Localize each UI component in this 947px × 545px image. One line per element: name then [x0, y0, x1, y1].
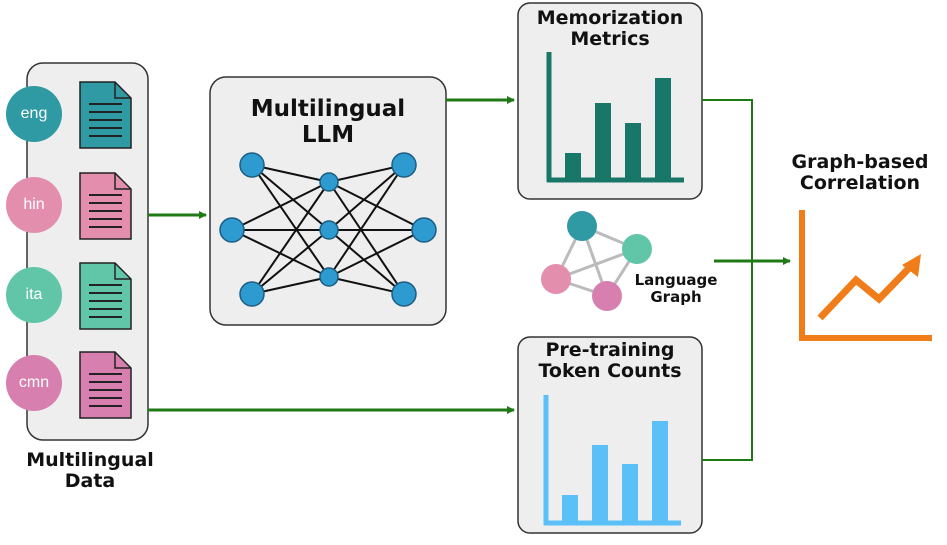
icon-bar — [562, 495, 578, 521]
multilingual-data-label: Multilingual Data — [26, 449, 154, 493]
memorization-title: Memorization Metrics — [536, 7, 684, 51]
correlation-title: Graph-based Correlation — [791, 151, 929, 195]
llm-box — [209, 76, 447, 326]
icon-bar — [592, 445, 608, 521]
memorization-bar-chart-icon — [546, 52, 684, 183]
icon-bar — [565, 153, 581, 178]
lang-label-hin: hin — [23, 196, 45, 213]
lang-circle-hin — [6, 177, 62, 233]
connector-memorization — [702, 99, 753, 461]
lang-circle-eng — [6, 86, 62, 142]
document-icon-hin — [79, 172, 132, 240]
icon-bar — [655, 78, 671, 178]
multilingual-data-panel — [26, 62, 149, 441]
language-graph-label: Language Graph — [634, 271, 718, 306]
document-icon-cmn — [79, 351, 132, 419]
lang-circle-cmn — [6, 355, 62, 411]
neural-network-icon — [219, 152, 437, 307]
lang-label-ita: ita — [25, 286, 43, 303]
lang-circle-ita — [6, 267, 62, 323]
document-icon-eng — [79, 81, 132, 149]
lang-label-cmn: cmn — [18, 374, 50, 391]
icon-bar — [595, 103, 611, 178]
document-icon-ita — [79, 262, 132, 330]
llm-title: Multilingual LLM — [250, 96, 406, 148]
pretraining-title: Pre-training Token Counts — [538, 339, 682, 383]
icon-bar — [625, 123, 641, 178]
correlation-chart-icon — [799, 210, 932, 341]
lang-label-eng: eng — [20, 105, 48, 122]
pretraining-bar-chart-icon — [543, 395, 681, 526]
icon-bar — [622, 464, 638, 521]
icon-bar — [652, 421, 668, 521]
language-graph-icon — [541, 211, 652, 311]
